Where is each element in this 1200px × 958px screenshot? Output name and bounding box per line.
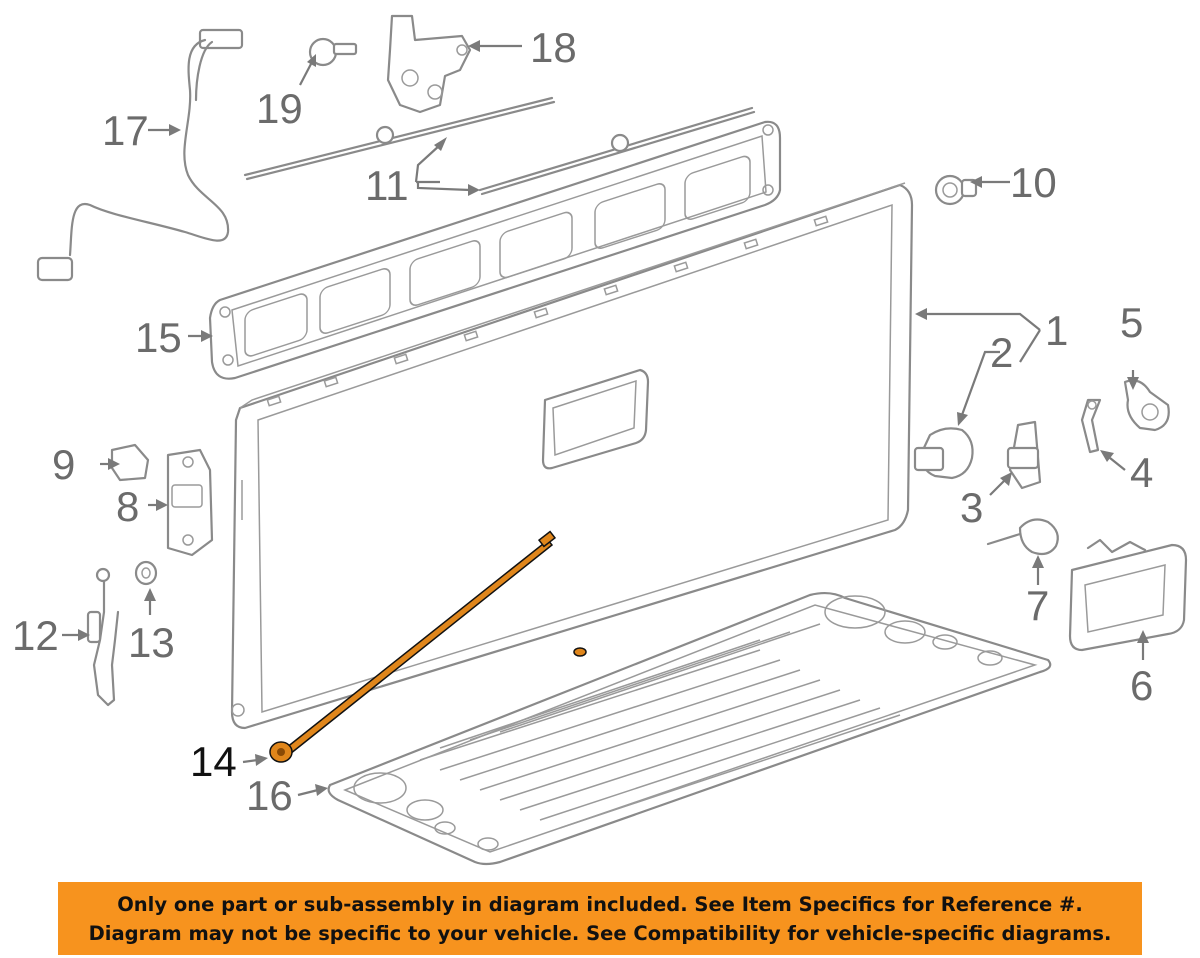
part-15-trim-panel [208,120,782,380]
callout-18: 18 [530,24,577,71]
callout-13: 13 [128,619,175,666]
part-8-striker [166,448,214,557]
callout-5: 5 [1120,299,1143,346]
part-1-tailgate [230,182,914,730]
part-3-bracket [1006,420,1042,490]
disclaimer-line-1: Only one part or sub-assembly in diagram… [117,893,1083,916]
disclaimer-line-2: Diagram may not be specific to your vehi… [88,922,1112,945]
callout-1: 1 [1045,307,1068,354]
leader-lines [62,40,1149,797]
callout-15: 15 [135,314,182,361]
callout-4: 4 [1130,449,1153,496]
part-4-strap [1080,398,1102,454]
callout-11: 11 [365,162,409,209]
part-2-actuator [913,427,974,480]
callout-10: 10 [1010,159,1057,206]
callout-17: 17 [102,107,149,154]
part-9-block [110,443,150,482]
callout-8: 8 [116,483,139,530]
part-5-bumper [1123,379,1170,432]
callout-labels: 18 19 17 11 10 1 2 5 4 3 7 6 15 9 8 12 1… [12,24,1153,819]
part-18-hinge [386,14,472,114]
disclaimer-banner: Only one part or sub-assembly in diagram… [58,882,1142,955]
callout-9: 9 [52,441,75,488]
callout-6: 6 [1130,662,1153,709]
part-11-cables [243,96,756,196]
part-13-washer [134,560,158,586]
callout-19: 19 [256,85,303,132]
part-19-bolt [308,37,358,67]
part-10-clip [934,174,978,206]
part-6-handle [1068,538,1188,652]
callout-3: 3 [960,484,983,531]
callout-16: 16 [246,772,293,819]
callout-7: 7 [1026,582,1049,629]
part-17-wiring-harness [36,28,244,282]
part-16-liner [327,591,1052,866]
callout-2: 2 [990,329,1013,376]
part-7-rod-clip [986,518,1059,556]
callout-14: 14 [190,738,237,785]
part-12-cable [86,567,120,707]
callout-12: 12 [12,612,59,659]
part-14-rod-highlighted [269,530,587,763]
